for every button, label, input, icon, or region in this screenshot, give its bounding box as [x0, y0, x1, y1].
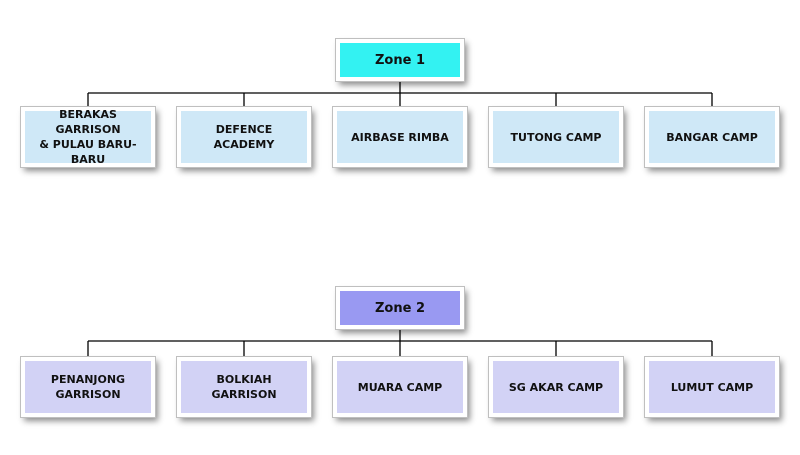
zone-1-unit-5: BANGAR CAMP — [645, 107, 779, 167]
zone-1-unit-4: TUTONG CAMP — [489, 107, 623, 167]
zone-1-unit-1: BERAKAS GARRISON & PULAU BARU-BARU — [21, 107, 155, 167]
zone-2-unit-2: BOLKIAH GARRISON — [177, 357, 311, 417]
zone-1-header: Zone 1 — [336, 39, 464, 81]
zone-2-unit-1: PENANJONG GARRISON — [21, 357, 155, 417]
zone-2-unit-3: MUARA CAMP — [333, 357, 467, 417]
zone-2-unit-5: LUMUT CAMP — [645, 357, 779, 417]
zone-2-unit-4: SG AKAR CAMP — [489, 357, 623, 417]
zone-1-unit-2: DEFENCE ACADEMY — [177, 107, 311, 167]
zone-2-header: Zone 2 — [336, 287, 464, 329]
zone-1-unit-3: AIRBASE RIMBA — [333, 107, 467, 167]
